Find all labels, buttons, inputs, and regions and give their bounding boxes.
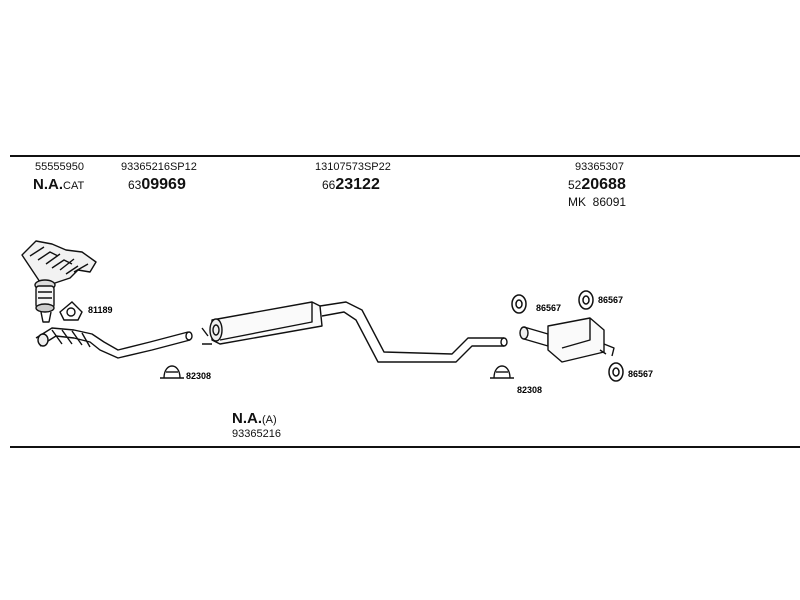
na-cat-label: N.A.CAT: [33, 177, 84, 193]
code-prefix: 66: [322, 178, 336, 192]
gasket-part-label: 81189: [88, 305, 113, 315]
code-main: 20688: [581, 176, 626, 193]
hanger-c-part-label: 86567: [628, 369, 653, 379]
part-number-6623122: 6623122: [322, 177, 380, 193]
code-prefix: 63: [128, 178, 142, 192]
bottom-rule: [10, 446, 800, 448]
na-suffix-text: (A): [262, 414, 277, 426]
ref-13107573SP22: 13107573SP22: [315, 161, 391, 173]
ref-93365216: 93365216: [232, 428, 281, 440]
ref-93365216SP12: 93365216SP12: [121, 161, 197, 173]
clamp-right-part-label: 82308: [517, 385, 542, 395]
clamp-icon: [490, 365, 514, 379]
na-bold-text: N.A.: [33, 176, 63, 193]
rubber-hanger-icon: [578, 290, 594, 310]
exhaust-manifold-icon: [21, 240, 97, 323]
gasket-icon: [59, 301, 83, 321]
center-muffler-icon: [201, 301, 508, 363]
hanger-b-part-label: 86567: [598, 295, 623, 305]
top-rule: [10, 155, 800, 157]
clamp-icon: [160, 365, 184, 379]
mk-code: 86091: [592, 195, 627, 209]
ref-93365307: 93365307: [575, 161, 624, 173]
na-a-label: N.A.(A): [232, 411, 277, 427]
rubber-hanger-icon: [511, 294, 527, 314]
code-main: 09969: [141, 176, 186, 193]
code-prefix: 52: [568, 178, 582, 192]
na-bold-text: N.A.: [232, 410, 262, 427]
mk-prefix: MK: [568, 195, 586, 209]
code-main: 23122: [335, 176, 380, 193]
rear-muffler-icon: [519, 317, 615, 363]
rubber-hanger-icon: [608, 362, 624, 382]
clamp-left-part-label: 82308: [186, 371, 211, 381]
hanger-a-part-label: 86567: [536, 303, 561, 313]
part-number-5220688: 5220688: [568, 177, 626, 193]
part-number-6309969: 6309969: [128, 177, 186, 193]
front-pipe-icon: [35, 327, 193, 359]
mk-part-number: MK 86091: [568, 196, 626, 208]
ref-55555950: 55555950: [35, 161, 84, 173]
na-suffix-text: CAT: [63, 180, 85, 192]
